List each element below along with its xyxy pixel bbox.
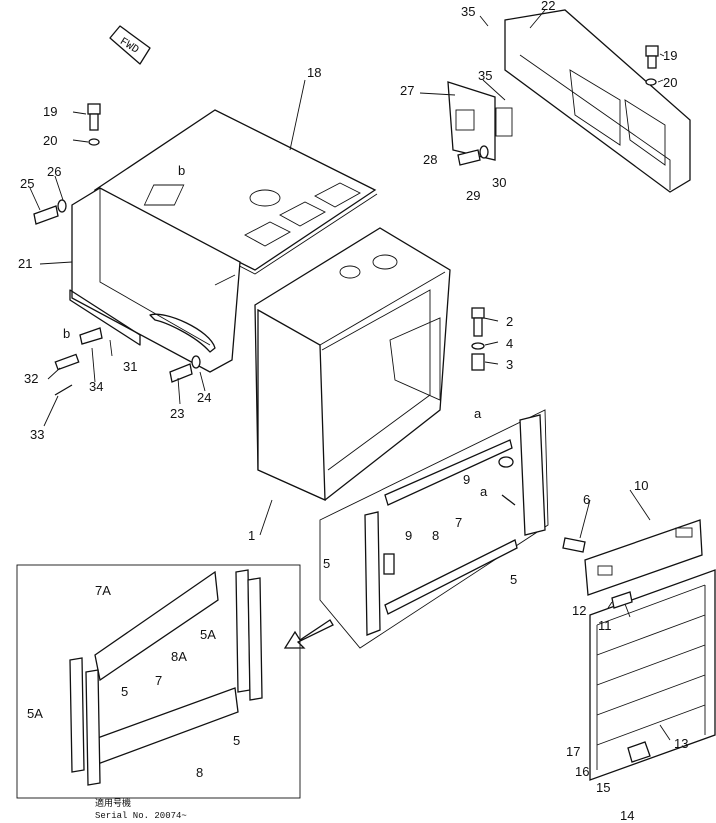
bolt-11 xyxy=(611,591,633,609)
callout-4: 4 xyxy=(506,336,513,351)
bracket-27 xyxy=(447,81,496,161)
pin-33 xyxy=(54,384,73,396)
bolt-25 xyxy=(33,199,67,225)
callout-14: 14 xyxy=(620,808,634,823)
latch-part xyxy=(495,107,513,137)
callout-b-left: b xyxy=(63,326,70,341)
bolt-6 xyxy=(562,537,586,553)
callout-27: 27 xyxy=(400,83,414,98)
latch-28 xyxy=(455,109,475,131)
bolt-19-left xyxy=(87,103,101,146)
frame-1 xyxy=(254,227,451,502)
pin-32 xyxy=(54,353,80,371)
post-5-right xyxy=(519,414,546,536)
callout-3: 3 xyxy=(506,357,513,372)
callout-30: 30 xyxy=(492,175,506,190)
rear-frame-22 xyxy=(504,9,691,193)
callout-20: 20 xyxy=(663,75,677,90)
callout-19: 19 xyxy=(663,48,677,63)
callout-5-detail-right: 5 xyxy=(233,733,240,748)
callout-5-left: 5 xyxy=(323,556,330,571)
callout-15: 15 xyxy=(596,780,610,795)
panel-10 xyxy=(584,519,703,596)
bolt-29 xyxy=(457,145,489,166)
callout-7: 7 xyxy=(455,515,462,530)
detail-arrow-icon xyxy=(283,619,334,649)
callout-24: 24 xyxy=(197,390,211,405)
callout-5A-left: 5A xyxy=(27,706,43,721)
handle xyxy=(149,313,216,353)
callout-b-top: b xyxy=(178,163,185,178)
callout-11: 11 xyxy=(598,618,612,633)
callout-2: 2 xyxy=(506,314,513,329)
rail-7 xyxy=(384,439,513,506)
callout-9-lower: 9 xyxy=(405,528,412,543)
callout-22: 22 xyxy=(541,0,555,13)
callout-18: 18 xyxy=(307,65,321,80)
callout-28: 28 xyxy=(423,152,437,167)
bolt-14 xyxy=(627,741,651,763)
callout-5A-right: 5A xyxy=(200,627,216,642)
callout-5-right: 5 xyxy=(510,572,517,587)
fwd-arrow-icon: FWD xyxy=(109,25,151,65)
callout-10: 10 xyxy=(634,478,648,493)
callout-8: 8 xyxy=(432,528,439,543)
callout-13: 13 xyxy=(674,736,688,751)
callout-1: 1 xyxy=(248,528,255,543)
callout-23: 23 xyxy=(170,406,184,421)
detail-box xyxy=(16,564,301,799)
callout-21: 21 xyxy=(18,256,32,271)
detail-post-5-left xyxy=(85,669,101,786)
rail-8 xyxy=(384,539,518,615)
detail-rail-8 xyxy=(91,687,239,766)
callout-a-mid: a xyxy=(480,484,488,499)
serial-label-jp: 適用号機 xyxy=(95,797,131,809)
bolt-2 xyxy=(471,307,485,371)
callout-12: 12 xyxy=(572,603,586,618)
callout-25: 25 xyxy=(20,176,34,191)
side-panel-21 xyxy=(71,187,241,373)
callout-7A: 7A xyxy=(95,583,111,598)
callout-8-detail: 8 xyxy=(196,765,203,780)
detail-rail-7 xyxy=(94,570,219,682)
post-5-left xyxy=(364,511,381,636)
callout-6: 6 xyxy=(583,492,590,507)
bolt-23 xyxy=(169,355,201,383)
callout-8A: 8A xyxy=(171,649,187,664)
callout-20-left: 20 xyxy=(43,133,57,148)
callout-7-detail: 7 xyxy=(155,673,162,688)
detail-post-5A-left xyxy=(69,657,85,773)
serial-label: Serial No. 20074~ xyxy=(95,811,187,821)
callout-35: 35 xyxy=(461,4,475,19)
callout-32: 32 xyxy=(24,371,38,386)
grille-13 xyxy=(589,569,716,781)
bolt-19-right xyxy=(645,45,659,86)
bolt-9-upper xyxy=(498,456,514,468)
callout-5-detail-left: 5 xyxy=(121,684,128,699)
callout-19-left: 19 xyxy=(43,104,57,119)
callout-a-top: a xyxy=(474,406,482,421)
callout-31: 31 xyxy=(123,359,137,374)
detail-post-5-right xyxy=(247,577,263,701)
callout-35b: 35 xyxy=(478,68,492,83)
bolt-34 xyxy=(79,327,103,345)
bolt-9-lower xyxy=(383,553,395,575)
arrow-a xyxy=(501,494,516,506)
callout-29: 29 xyxy=(466,188,480,203)
callout-9-upper: 9 xyxy=(463,472,470,487)
callout-26: 26 xyxy=(47,164,61,179)
stay-31 xyxy=(69,289,141,346)
callout-17: 17 xyxy=(566,744,580,759)
callout-16: 16 xyxy=(575,764,589,779)
callout-33: 33 xyxy=(30,427,44,442)
callout-34: 34 xyxy=(89,379,103,394)
subassembly-box xyxy=(319,409,549,649)
